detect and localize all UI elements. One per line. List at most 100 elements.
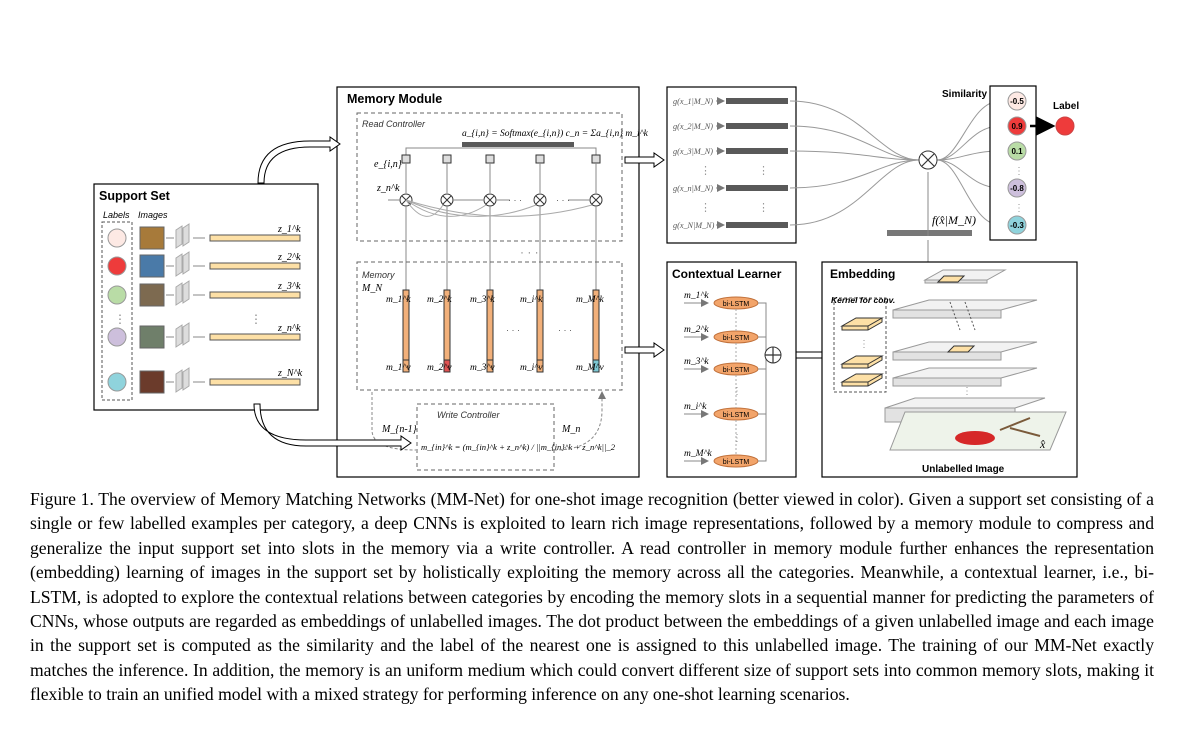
read-ellipsis: · · ·	[508, 195, 522, 205]
cnn-layer	[884, 397, 1046, 409]
unlabelled-image-label: Unlabelled Image	[922, 464, 1005, 475]
support-feature-bar	[209, 234, 301, 242]
label-title: Label	[1053, 101, 1079, 112]
support-set-title: Support Set	[99, 189, 171, 203]
lstm-cell-label: bi-LSTM	[723, 459, 750, 466]
m-next-label: M_n	[561, 424, 580, 435]
similarity-value: -0.5	[1010, 97, 1024, 106]
gallery-embedding-row: g(x_3|M_N)	[673, 147, 788, 156]
lstm-row: m_M^k bi-LSTM	[684, 354, 767, 468]
memory-module-panel: Memory Module Read Controller a_{i,n} = …	[336, 86, 649, 478]
slot-value-label: m_3^v	[470, 363, 495, 373]
memory-slot: m_i^km_i^v	[520, 289, 544, 373]
support-set-panel: Support Set Labels Images z_1^kz_2^kz_3^…	[93, 183, 319, 411]
lstm-ellipsis: ⋮	[732, 386, 742, 397]
lstm-input-label: m_M^k	[684, 449, 713, 459]
gallery-ellipsis: ⋮	[700, 202, 711, 214]
similarity-panel: Similarity -0.50.90.1-0.8-0.3⋮⋮ Label	[942, 85, 1079, 241]
lstm-cell-label: bi-LSTM	[723, 335, 750, 342]
z-vector-label: z_n^k	[277, 323, 301, 334]
read-controller-label: Read Controller	[362, 119, 426, 129]
gallery-embedding-row: g(x_1|M_N)	[673, 97, 788, 106]
gallery-embedding-row: g(x_n|M_N)	[673, 184, 788, 193]
slot-value-label: m_M^v	[576, 363, 605, 373]
m-prev-label: M_{n-1}	[381, 424, 417, 435]
attention-score	[401, 154, 411, 164]
embedding-title: Embedding	[830, 267, 895, 281]
support-row: z_n^k	[107, 322, 301, 349]
read-ellipsis: · · ·	[556, 195, 570, 205]
similarity-node: -0.3	[1007, 215, 1027, 235]
lstm-cell-label: bi-LSTM	[723, 367, 750, 374]
similarity-value: -0.3	[1010, 221, 1024, 230]
memory-slot: m_1^k m_1^v	[386, 289, 411, 373]
z-vector-label: z_N^k	[277, 368, 303, 379]
cnn-icon	[175, 367, 190, 393]
gallery-ellipsis: ⋮	[700, 165, 711, 177]
support-feature-bar	[209, 378, 301, 386]
support-image	[139, 254, 165, 278]
similarity-node: -0.5	[1007, 91, 1027, 111]
support-ellipsis: ⋮	[250, 312, 262, 326]
write-controller-label: Write Controller	[437, 410, 501, 420]
similarity-ellipsis: ⋮	[1014, 203, 1024, 214]
gallery-feature-bar	[726, 98, 788, 104]
lstm-row: m_i^kbi-LSTM	[684, 354, 767, 421]
slot-key-label: m_1^k	[386, 295, 411, 305]
read-formula: a_{i,n} = Softmax(e_{i,n}) c_n = Σa_{i,n…	[462, 128, 649, 139]
conv-kernel	[840, 317, 884, 331]
labels-header: Labels	[103, 210, 130, 220]
memory-slot: m_3^k m_3^v	[470, 289, 495, 373]
memory-slot: m_M^k m_M^v	[576, 289, 605, 373]
query-embedding: f(x̂|M_N)	[887, 172, 976, 268]
gallery-feature-bar	[726, 222, 788, 228]
support-image	[139, 226, 165, 250]
lstm-cell-label: bi-LSTM	[723, 412, 750, 419]
label-circle	[107, 285, 127, 305]
attention-score	[535, 154, 545, 164]
memory-module-title: Memory Module	[347, 92, 442, 106]
slot-key-label: m_2^k	[427, 295, 452, 305]
gallery-embedding-row: g(x_N|M_N)	[673, 221, 788, 230]
z-vector-label: z_1^k	[277, 224, 301, 235]
memory-symbol: M_N	[361, 283, 383, 294]
slot-value-label: m_1^v	[386, 363, 411, 373]
similarity-value: 0.1	[1011, 147, 1023, 156]
support-row: z_3^k	[107, 280, 301, 307]
support-image	[139, 370, 165, 394]
kernel-label: Kernel for conv.	[831, 295, 895, 305]
cnn-icon	[175, 223, 190, 249]
gallery-ellipsis: ⋮	[758, 165, 769, 177]
slot-key-label: m_M^k	[576, 295, 605, 305]
z-vector-label: z_2^k	[277, 252, 301, 263]
memory-label: Memory	[362, 270, 395, 280]
support-feature-bar	[209, 262, 301, 270]
gallery-embedding-label: g(x_2|M_N)	[673, 122, 713, 131]
label-circle	[107, 228, 127, 248]
cnn-icon	[175, 251, 190, 277]
label-circle	[107, 372, 127, 392]
slot-key-label: m_3^k	[470, 295, 495, 305]
slot-value-label: m_2^v	[427, 363, 452, 373]
memory-ellipsis: · · ·	[520, 245, 539, 259]
contextual-learner-title: Contextual Learner	[672, 267, 782, 281]
support-ellipsis: ⋮	[114, 312, 126, 326]
x-hat-label: x̂	[1039, 437, 1046, 451]
label-circle	[107, 327, 127, 347]
similarity-node: -0.8	[1007, 178, 1027, 198]
gallery-ellipsis: ⋮	[758, 202, 769, 214]
kernel-ellipsis: ⋮	[859, 339, 869, 350]
lstm-input-label: m_1^k	[684, 291, 709, 301]
f-label: f(x̂|M_N)	[932, 213, 976, 227]
support-image	[139, 283, 165, 307]
attention-score	[442, 154, 452, 164]
cnn-icon	[175, 322, 190, 348]
support-image	[139, 325, 165, 349]
similarity-title: Similarity	[942, 89, 987, 100]
support-embeddings-panel: g(x_1|M_N) g(x_2|M_N) g(x_3|M_N) g(x_n|M_N)…	[666, 86, 797, 244]
similarity-ellipsis: ⋮	[1014, 166, 1024, 177]
support-row: z_1^k	[107, 223, 301, 250]
conv-kernel	[840, 373, 884, 387]
memory-slot: m_2^k m_2^v	[427, 289, 452, 373]
gallery-embedding-label: g(x_N|M_N)	[673, 221, 715, 230]
